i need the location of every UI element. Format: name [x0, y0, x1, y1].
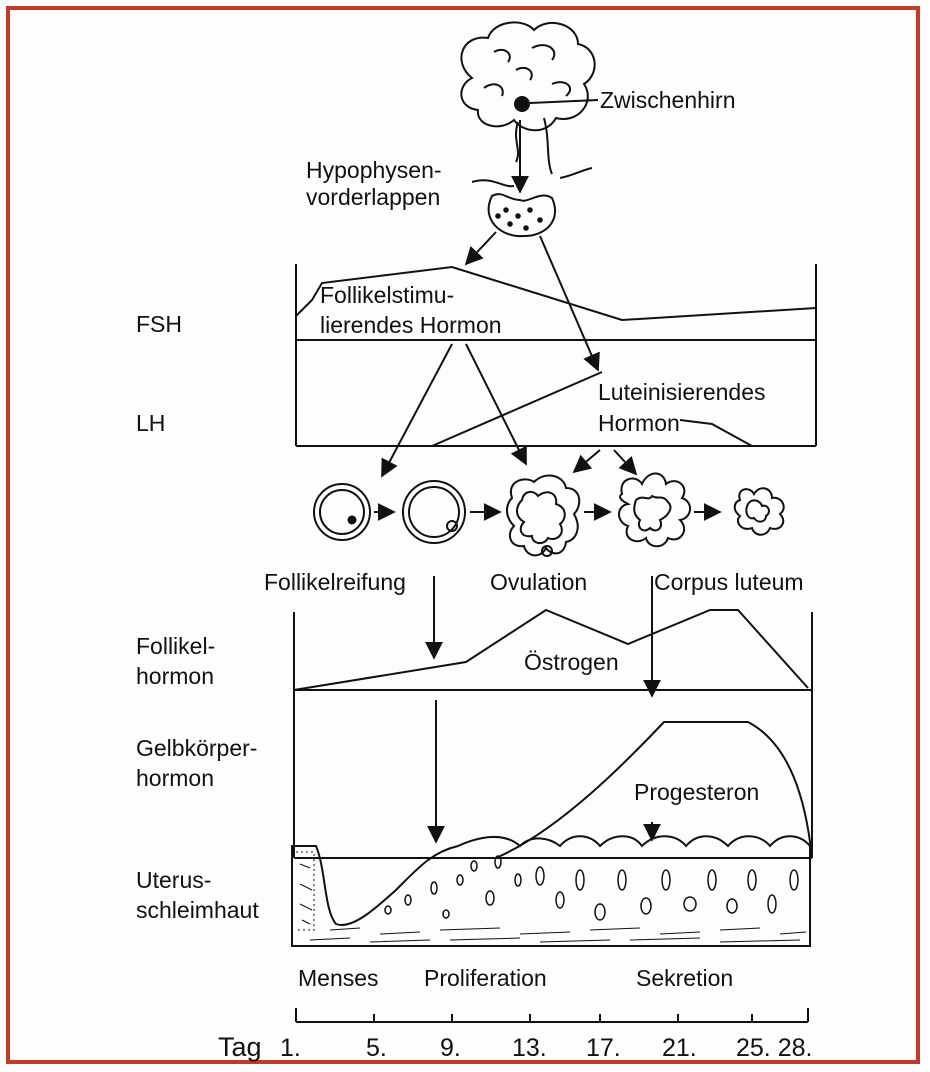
follicle-2-icon: [403, 481, 465, 543]
label-follikelreifung: Follikelreifung: [264, 569, 406, 595]
row-label-uterus-2: schleimhaut: [136, 897, 259, 923]
lh-curve-label-1: Luteinisierendes: [598, 379, 766, 405]
phase-sekretion: Sekretion: [636, 965, 733, 991]
curve-label-progesteron: Progesteron: [634, 779, 759, 805]
pituitary-icon: [489, 194, 555, 236]
follicle-ovulation-icon: [507, 475, 579, 556]
tick-label-17: 17.: [586, 1034, 621, 1062]
timeline-prefix: Tag: [218, 1032, 262, 1062]
fsh-curve-label-2: lierendes Hormon: [320, 312, 502, 338]
label-hypophyse-1: Hypophysen-: [306, 157, 442, 183]
corpus-luteum-icon: [619, 474, 690, 547]
lh-curve-fall: [680, 420, 752, 446]
tick-label-1: 1.: [280, 1034, 301, 1062]
row-label-uterus-1: Uterus-: [136, 867, 211, 893]
label-hypophyse-2: vorderlappen: [306, 184, 440, 210]
phase-proliferation: Proliferation: [424, 965, 547, 991]
lh-curve-label-2: Hormon: [598, 410, 680, 436]
tick-label-9: 9.: [440, 1034, 461, 1062]
tick-label-5: 5.: [366, 1034, 387, 1062]
uterus-lining-icon: [292, 836, 810, 946]
fsh-curve-label-1: Follikelstimu-: [320, 282, 454, 308]
follicle-1-icon: [314, 484, 370, 540]
tick-label-13: 13.: [512, 1034, 547, 1062]
row-label-fsh: FSH: [136, 311, 182, 337]
label-corpus-luteum: Corpus luteum: [654, 569, 804, 595]
phase-menses: Menses: [298, 965, 379, 991]
label-zwischenhirn: Zwischenhirn: [600, 87, 736, 113]
tick-label-21: 21.: [662, 1034, 697, 1062]
curve-label-oestrogen: Östrogen: [524, 649, 619, 675]
corpus-albicans-icon: [735, 488, 784, 535]
row-label-follikelhormon-1: Follikel-: [136, 633, 215, 659]
label-ovulation: Ovulation: [490, 569, 587, 595]
row-label-follikelhormon-2: hormon: [136, 663, 214, 689]
lh-curve-rise: [432, 372, 602, 446]
row-label-gelbkoerper-1: Gelbkörper-: [136, 735, 257, 761]
tick-label-25-28: 25. 28.: [736, 1034, 812, 1062]
row-label-lh: LH: [136, 410, 165, 436]
row-label-gelbkoerper-2: hormon: [136, 765, 214, 791]
zwischenhirn-dot: [515, 97, 529, 111]
